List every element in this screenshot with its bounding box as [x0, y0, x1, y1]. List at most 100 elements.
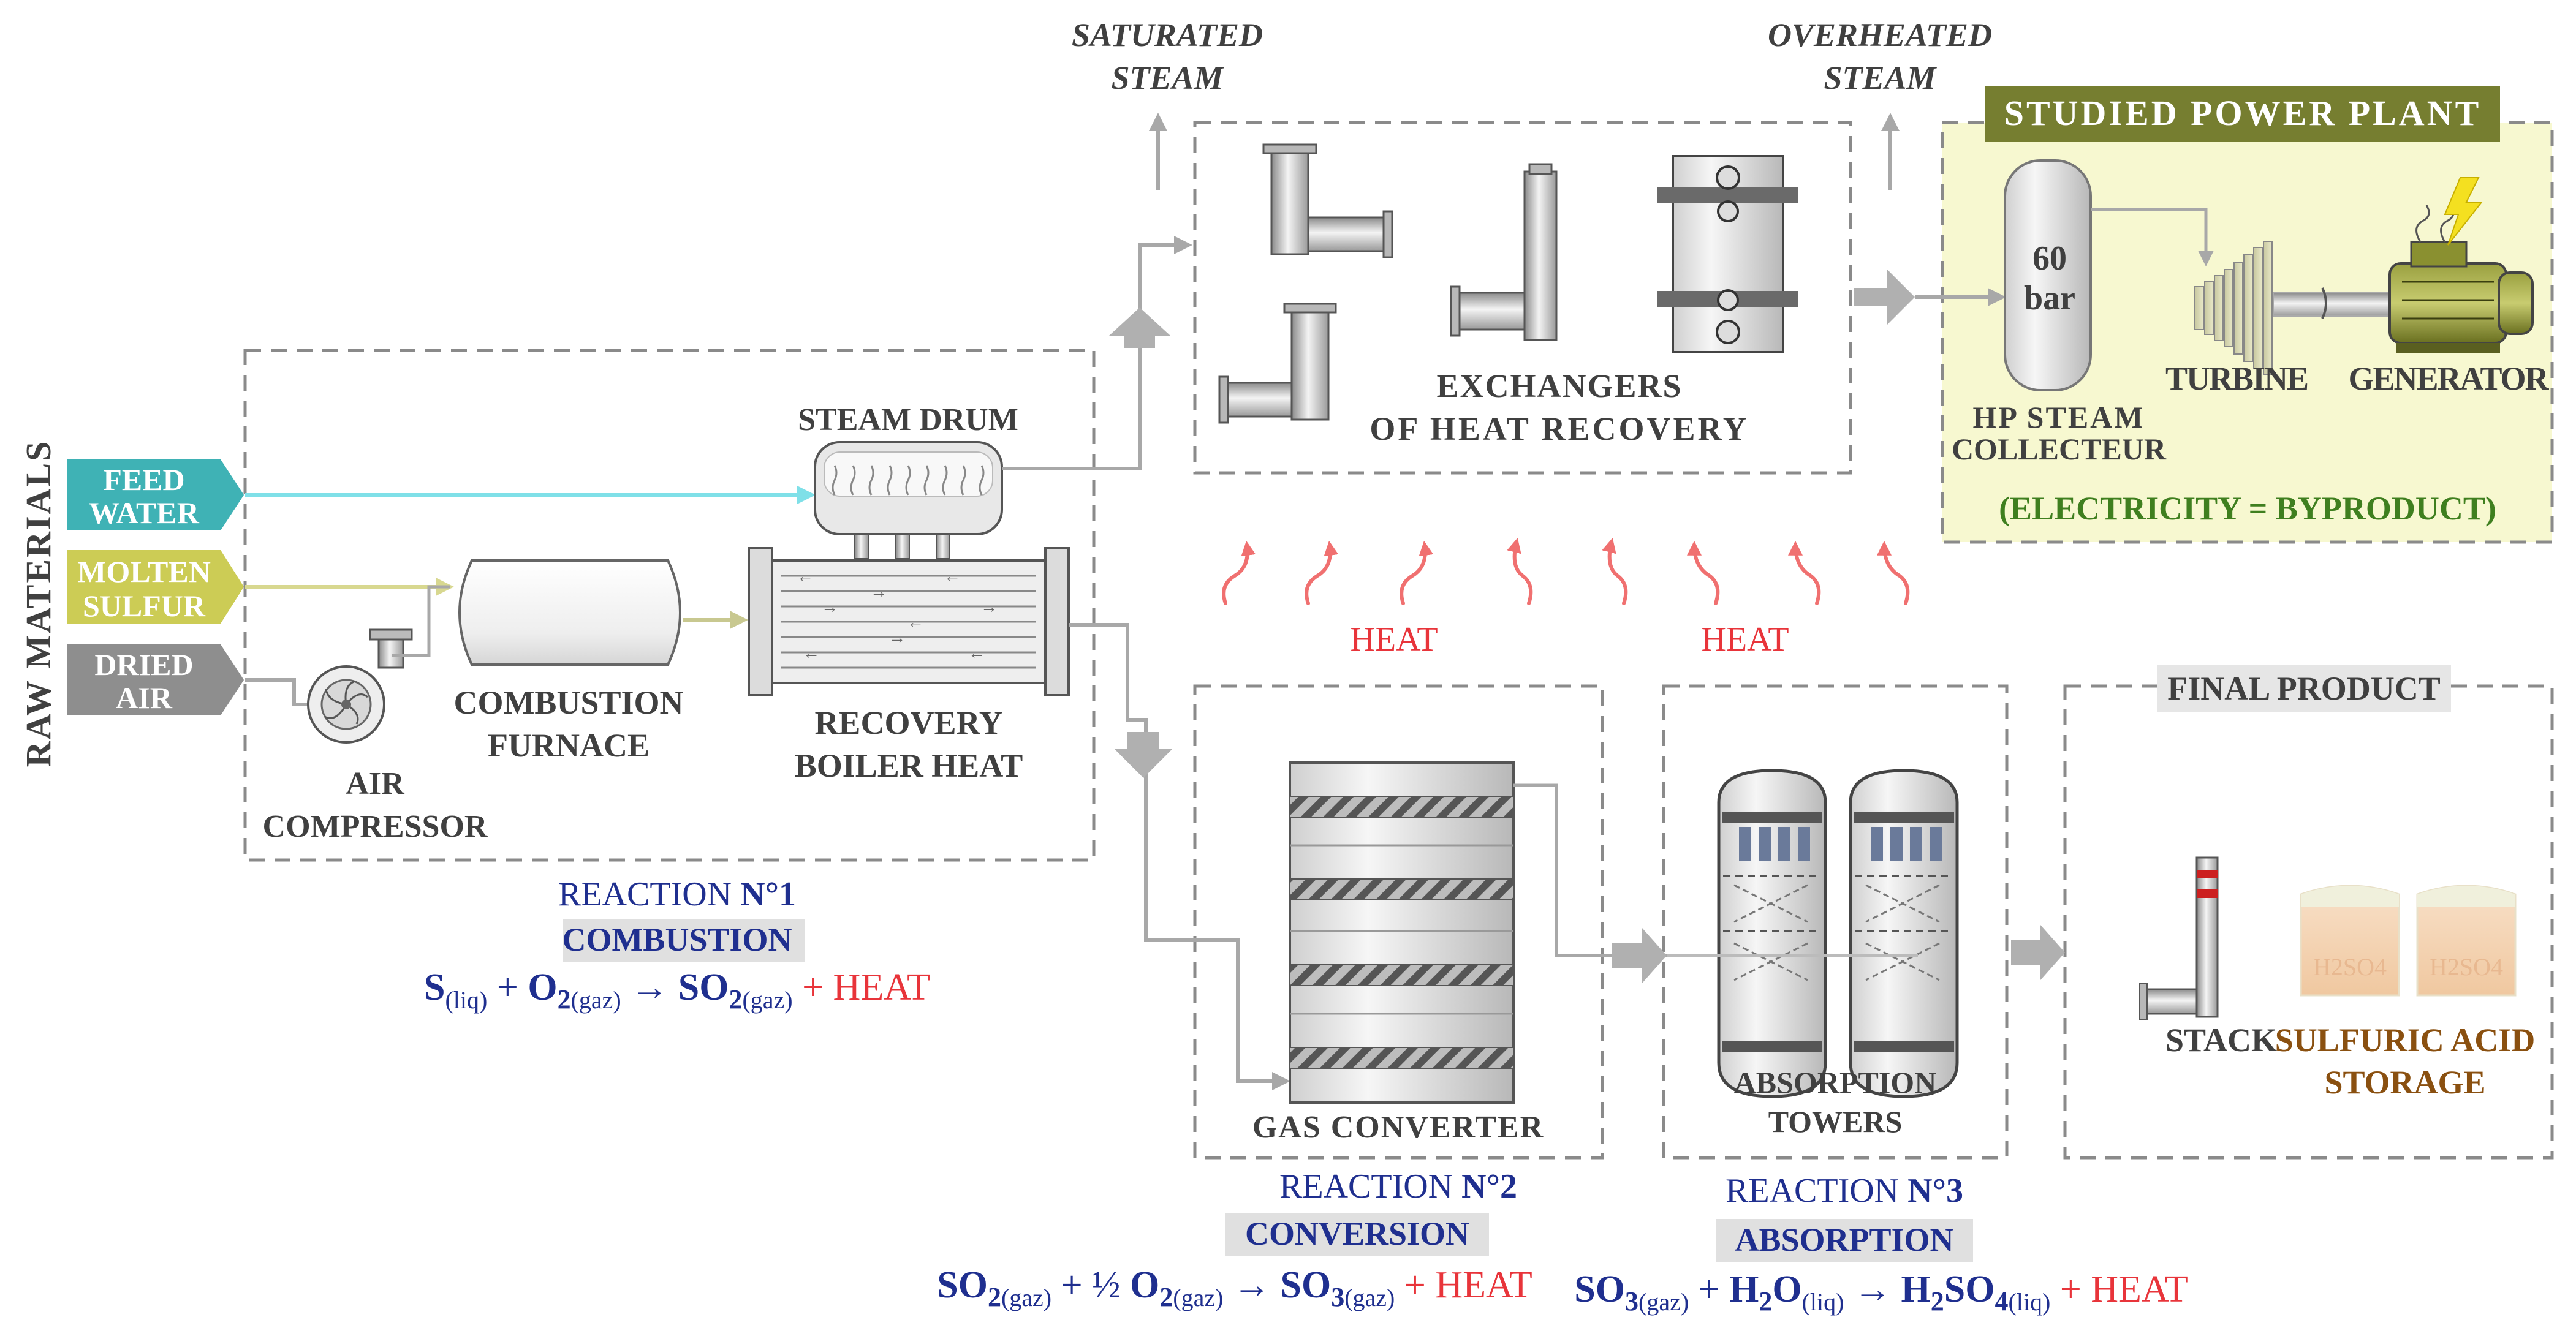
- air-compressor: [307, 628, 413, 744]
- storage-label-2: STORAGE: [2324, 1064, 2485, 1101]
- stack: [2139, 856, 2219, 1020]
- exchangers-label-2: OF HEAT RECOVERY: [1369, 410, 1749, 447]
- heat-arrow-8: [1877, 540, 1910, 605]
- svg-text:←: ←: [944, 567, 961, 586]
- reaction-2-title: REACTION N°2: [1279, 1168, 1517, 1205]
- steam-drum-label: STEAM DRUM: [798, 402, 1018, 437]
- feed-water-input: FEED WATER: [67, 459, 244, 530]
- boiler-to-converter-line: [1069, 623, 1290, 1090]
- molten-sulfur-label-1: MOLTEN: [77, 554, 211, 589]
- heat-arrow-5: [1602, 538, 1628, 605]
- reaction-1-equation: S(liq) + O2(gaz) → SO2(gaz) + HEAT: [424, 967, 930, 1014]
- combustion-furnace: [458, 559, 681, 666]
- reaction-3: REACTION N°3 ABSORPTION SO3(gaz) + H2O(l…: [1574, 1172, 2188, 1316]
- heat-label-1: HEAT: [1350, 621, 1438, 658]
- reaction-2-prefix: REACTION: [1279, 1168, 1461, 1205]
- equation-part: SO: [1280, 1264, 1331, 1306]
- feed-water-label-1: FEED: [103, 462, 184, 497]
- compressor-label-1: AIR: [346, 766, 405, 801]
- converter-block-border: [1193, 684, 1604, 1160]
- reaction-3-name: ABSORPTION: [1735, 1221, 1953, 1258]
- svg-text:→: →: [821, 598, 838, 617]
- dried-air-label-2: AIR: [116, 681, 173, 715]
- equation-part: (liq): [2008, 1288, 2050, 1316]
- recovery-boiler: ←→← →←→ ←→←: [748, 547, 1070, 696]
- equation-part: S: [424, 967, 445, 1008]
- svg-text:→: →: [888, 628, 906, 647]
- to-power-plant-arrow: [1854, 270, 1915, 325]
- equation-part: (gaz): [571, 986, 621, 1014]
- converter-out-arrow: [1612, 928, 1667, 983]
- gas-converter: [1289, 761, 1515, 1104]
- dried-air-input: DRIED AIR: [67, 644, 244, 715]
- svg-text:→: →: [980, 598, 998, 617]
- heat-arrow-7: [1788, 540, 1821, 605]
- heat-arrows: [1222, 538, 1910, 605]
- reaction-2-number: N°2: [1461, 1168, 1517, 1205]
- equation-part: + HEAT: [2050, 1269, 2188, 1310]
- svg-text:←: ←: [797, 567, 814, 586]
- equation-part: (gaz): [1001, 1284, 1051, 1311]
- storage-label-1: SULFURIC ACID: [2275, 1022, 2536, 1058]
- stack-label: STACK: [2165, 1022, 2277, 1058]
- power-plant-title-bg: [1985, 86, 2500, 142]
- collector-label-2: COLLECTEUR: [1952, 432, 2167, 466]
- equation-part: O: [1772, 1269, 1801, 1310]
- generator-label: GENERATOR: [2348, 360, 2549, 397]
- svg-text:←: ←: [803, 644, 820, 663]
- final-product-title: FINAL PRODUCT: [2167, 670, 2441, 707]
- heat-exchanger-3: [1450, 163, 1558, 341]
- acid-tank-1-label: H2SO4: [2313, 953, 2387, 981]
- equation-part: (gaz): [1638, 1288, 1689, 1316]
- equation-part: →: [1844, 1269, 1901, 1310]
- reaction-3-prefix: REACTION: [1726, 1172, 1907, 1210]
- dried-air-line: [245, 678, 313, 706]
- collector-to-turbine-line: [2091, 208, 2214, 266]
- reaction-2-name: CONVERSION: [1245, 1215, 1469, 1252]
- equation-part: O: [528, 967, 557, 1008]
- reaction-3-name-bg: [1716, 1219, 1973, 1262]
- reaction-2-name-bg: [1225, 1213, 1489, 1256]
- furnace-label-1: COMBUSTION: [453, 684, 683, 721]
- equation-part: →: [621, 967, 678, 1008]
- absorption-block-border: [1662, 684, 2009, 1160]
- to-final-product-arrow: [2011, 925, 2065, 980]
- steam-turbine: [2194, 241, 2273, 375]
- converter-label: GAS CONVERTER: [1252, 1110, 1544, 1145]
- acid-tank-1: H2SO4: [2300, 885, 2400, 997]
- turbine-label: TURBINE: [2165, 360, 2308, 397]
- power-plant-title: STUDIED POWER PLANT: [2004, 93, 2482, 133]
- heat-arrow-2: [1305, 540, 1339, 605]
- turbine-shaft: [2273, 292, 2396, 317]
- equation-part: +: [1689, 1269, 1729, 1310]
- molten-sulfur-input: MOLTEN SULFUR: [67, 550, 244, 624]
- saturated-steam-label-1: SATURATED: [1072, 17, 1263, 53]
- boiler-label-1: RECOVERY: [814, 704, 1002, 741]
- equation-part: SO: [1574, 1269, 1625, 1310]
- equation-part: O: [1130, 1264, 1159, 1306]
- dried-air-label-1: DRIED: [94, 647, 193, 682]
- generator: [2388, 205, 2534, 353]
- reaction-1-title: REACTION N°1: [558, 875, 796, 913]
- equation-part: 4: [1995, 1286, 2008, 1316]
- reaction-1-prefix: REACTION: [558, 875, 740, 913]
- exchangers-block-border: [1193, 121, 1852, 475]
- equation-part: SO: [937, 1264, 988, 1306]
- equation-part: + HEAT: [1395, 1264, 1532, 1306]
- equation-part: 2: [1931, 1286, 1944, 1316]
- heat-exchanger-4: [1657, 155, 1798, 353]
- hp-steam-collector: [2004, 159, 2092, 391]
- combustion-block-border: [243, 349, 1096, 862]
- reaction-1-name-bg: [563, 919, 805, 962]
- final-product-title-bg: [2157, 665, 2451, 712]
- feed-water-label-2: WATER: [89, 496, 200, 530]
- reaction-3-title: REACTION N°3: [1726, 1172, 1963, 1210]
- collector-label-1: HP STEAM: [1973, 400, 2145, 434]
- equation-part: (gaz): [1344, 1284, 1395, 1311]
- steam-drum: [814, 441, 1003, 559]
- reaction-2: REACTION N°2 CONVERSION SO2(gaz) + ½ O2(…: [937, 1168, 1532, 1312]
- absorption-label-2: TOWERS: [1768, 1104, 1903, 1139]
- saturated-steam-label-2: STEAM: [1111, 59, 1224, 96]
- reaction-1: REACTION N°1 COMBUSTION S(liq) + O2(gaz)…: [424, 875, 930, 1014]
